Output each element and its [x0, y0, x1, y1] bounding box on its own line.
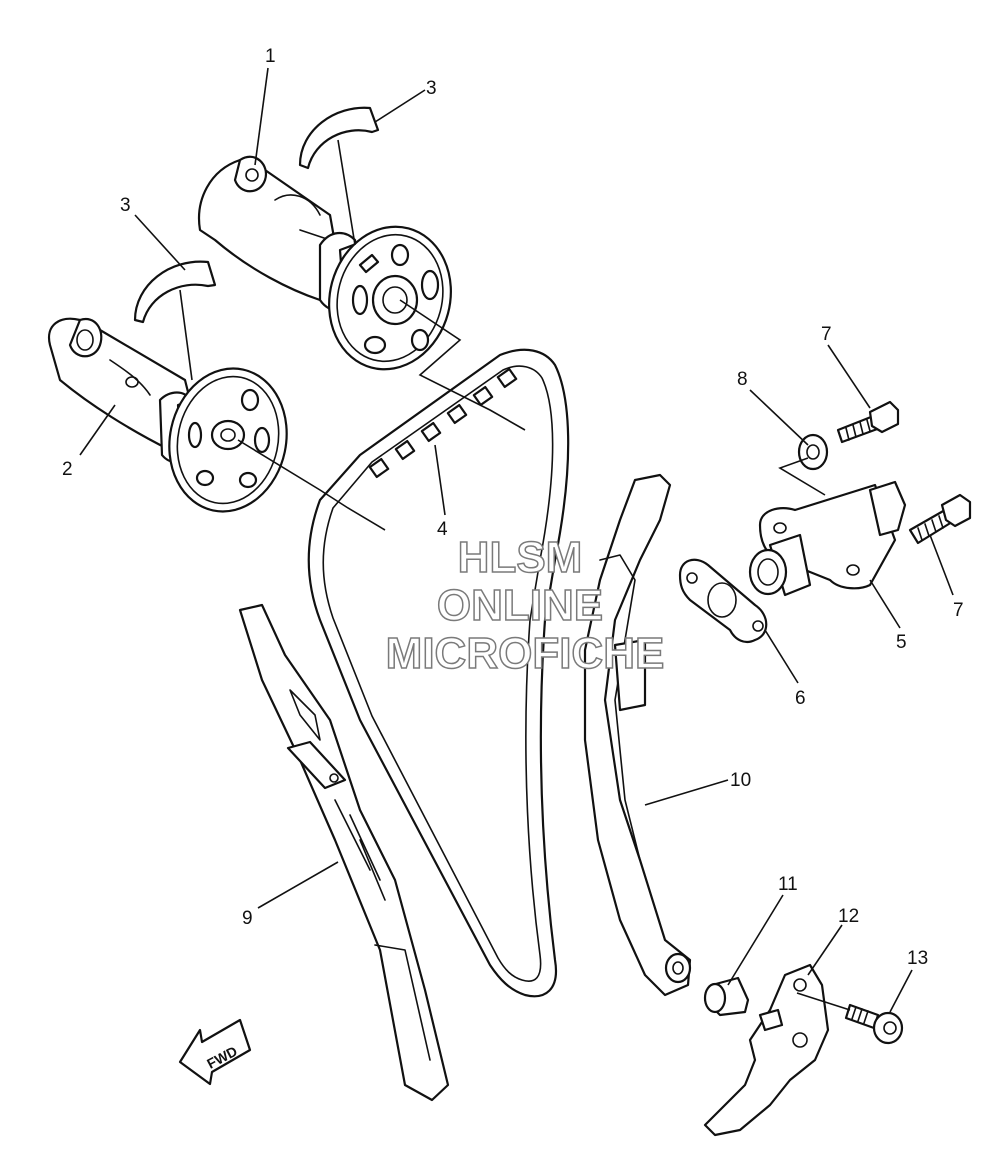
chain-guide-tensioner-side[interactable]	[583, 473, 692, 997]
callout-8: 8	[737, 369, 748, 390]
callout-7-upper: 7	[821, 324, 832, 345]
tensioner-bolt-lower[interactable]	[908, 493, 972, 545]
cam-retaining-clip-lower[interactable]	[133, 260, 217, 324]
stopper-bolt[interactable]	[844, 1003, 904, 1045]
guide-collar[interactable]	[703, 976, 750, 1017]
cam-chain-tensioner[interactable]	[748, 480, 907, 597]
callout-13: 13	[907, 948, 928, 969]
chain-guide-rear[interactable]	[238, 603, 450, 1102]
callout-2: 2	[62, 459, 73, 480]
watermark-line-3: MICROFICHE	[386, 629, 665, 678]
callout-1: 1	[265, 46, 276, 67]
arrow-icon	[178, 1018, 252, 1086]
watermark-line-2: ONLINE	[437, 581, 603, 630]
tensioner-bolt-upper[interactable]	[836, 400, 900, 444]
callout-10: 10	[730, 770, 751, 791]
fwd-direction-marker: FWD	[178, 1018, 252, 1086]
callout-5: 5	[896, 632, 907, 653]
callout-9: 9	[242, 908, 253, 929]
camshaft-exhaust[interactable]	[47, 317, 300, 523]
callout-12: 12	[838, 906, 859, 927]
tensioner-gasket[interactable]	[678, 558, 768, 644]
callout-3-lower: 3	[120, 195, 131, 216]
guide-stopper[interactable]	[703, 963, 830, 1137]
callout-3-upper: 3	[426, 78, 437, 99]
watermark-line-1: HLSM	[458, 533, 583, 582]
cam-retaining-clip-upper[interactable]	[298, 106, 380, 170]
callout-4: 4	[437, 519, 448, 540]
camshaft-intake[interactable]	[197, 155, 467, 383]
timing-chain[interactable]	[307, 348, 570, 998]
leader-lines	[79, 67, 954, 1013]
callout-11: 11	[778, 874, 798, 895]
callout-7-lower: 7	[953, 600, 964, 621]
watermark: HLSM ONLINE MICROFICHE	[385, 532, 665, 679]
callout-6: 6	[795, 688, 806, 709]
